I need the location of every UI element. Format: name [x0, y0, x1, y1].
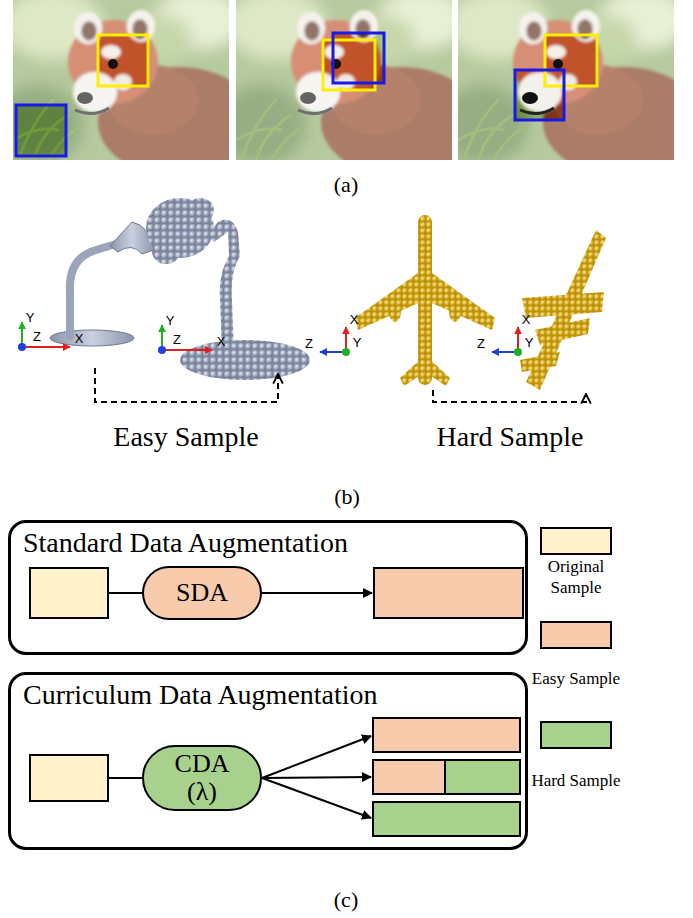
sda-oval: SDA — [142, 566, 262, 620]
airplane-point-cloud — [355, 215, 495, 386]
legend-text: Hard Sample — [530, 770, 622, 791]
legend-swatch — [540, 621, 612, 649]
axis-label: Z — [477, 337, 485, 352]
axis-triad — [18, 322, 522, 356]
airplane-point-cloud — [520, 230, 606, 390]
axis-label: X — [75, 332, 84, 347]
panel-tag: (c) — [334, 887, 358, 912]
axis-label: X — [522, 313, 531, 328]
panel-heading: Curriculum Data Augmentation — [23, 679, 378, 711]
photo-crop — [216, 0, 481, 177]
oval-label: (λ) — [187, 778, 217, 806]
oval-label: SDA — [176, 579, 228, 607]
panel-heading: Standard Data Augmentation — [23, 527, 348, 559]
patch-box — [98, 35, 148, 86]
axis-label: Z — [33, 330, 41, 345]
cda-oval: CDA(λ) — [142, 745, 262, 811]
oval-outline — [143, 567, 261, 619]
photo-crop — [438, 0, 693, 177]
patch-box — [515, 70, 564, 120]
oval-text-group: SDA — [142, 566, 262, 620]
panel-tag: (a) — [334, 172, 358, 197]
axis-label: Y — [166, 314, 175, 329]
sample-caption: Easy Sample — [113, 421, 258, 453]
augmentation-panel: Standard Data AugmentationSDA — [8, 520, 528, 655]
axis-label: Y — [353, 336, 362, 351]
axis-label: Z — [305, 337, 313, 352]
patch-box — [16, 105, 66, 156]
axis-label: Z — [173, 333, 181, 348]
axis-label: X — [217, 335, 226, 350]
photo-crop — [0, 0, 258, 177]
patch-box — [333, 33, 384, 83]
legend-text: Easy Sample — [530, 668, 622, 689]
axis-label: X — [350, 313, 359, 328]
panel-tag: (b) — [334, 484, 360, 509]
sample-caption: Hard Sample — [437, 421, 584, 453]
oval-label: CDA — [175, 750, 230, 778]
oval-outline — [143, 746, 261, 810]
legend-swatch — [540, 721, 612, 749]
legend-swatch — [540, 527, 612, 555]
legend-text: Original Sample — [530, 556, 622, 598]
augmentation-panel: Curriculum Data AugmentationCDA(λ) — [8, 672, 528, 850]
axis-label: Y — [26, 311, 35, 326]
axis-label: Y — [525, 336, 534, 351]
lamp-point-cloud — [146, 198, 310, 380]
patch-box — [545, 35, 597, 86]
dashed-bracket — [95, 368, 586, 402]
oval-text-group: CDA(λ) — [142, 745, 262, 811]
lamp-mesh — [50, 222, 154, 346]
